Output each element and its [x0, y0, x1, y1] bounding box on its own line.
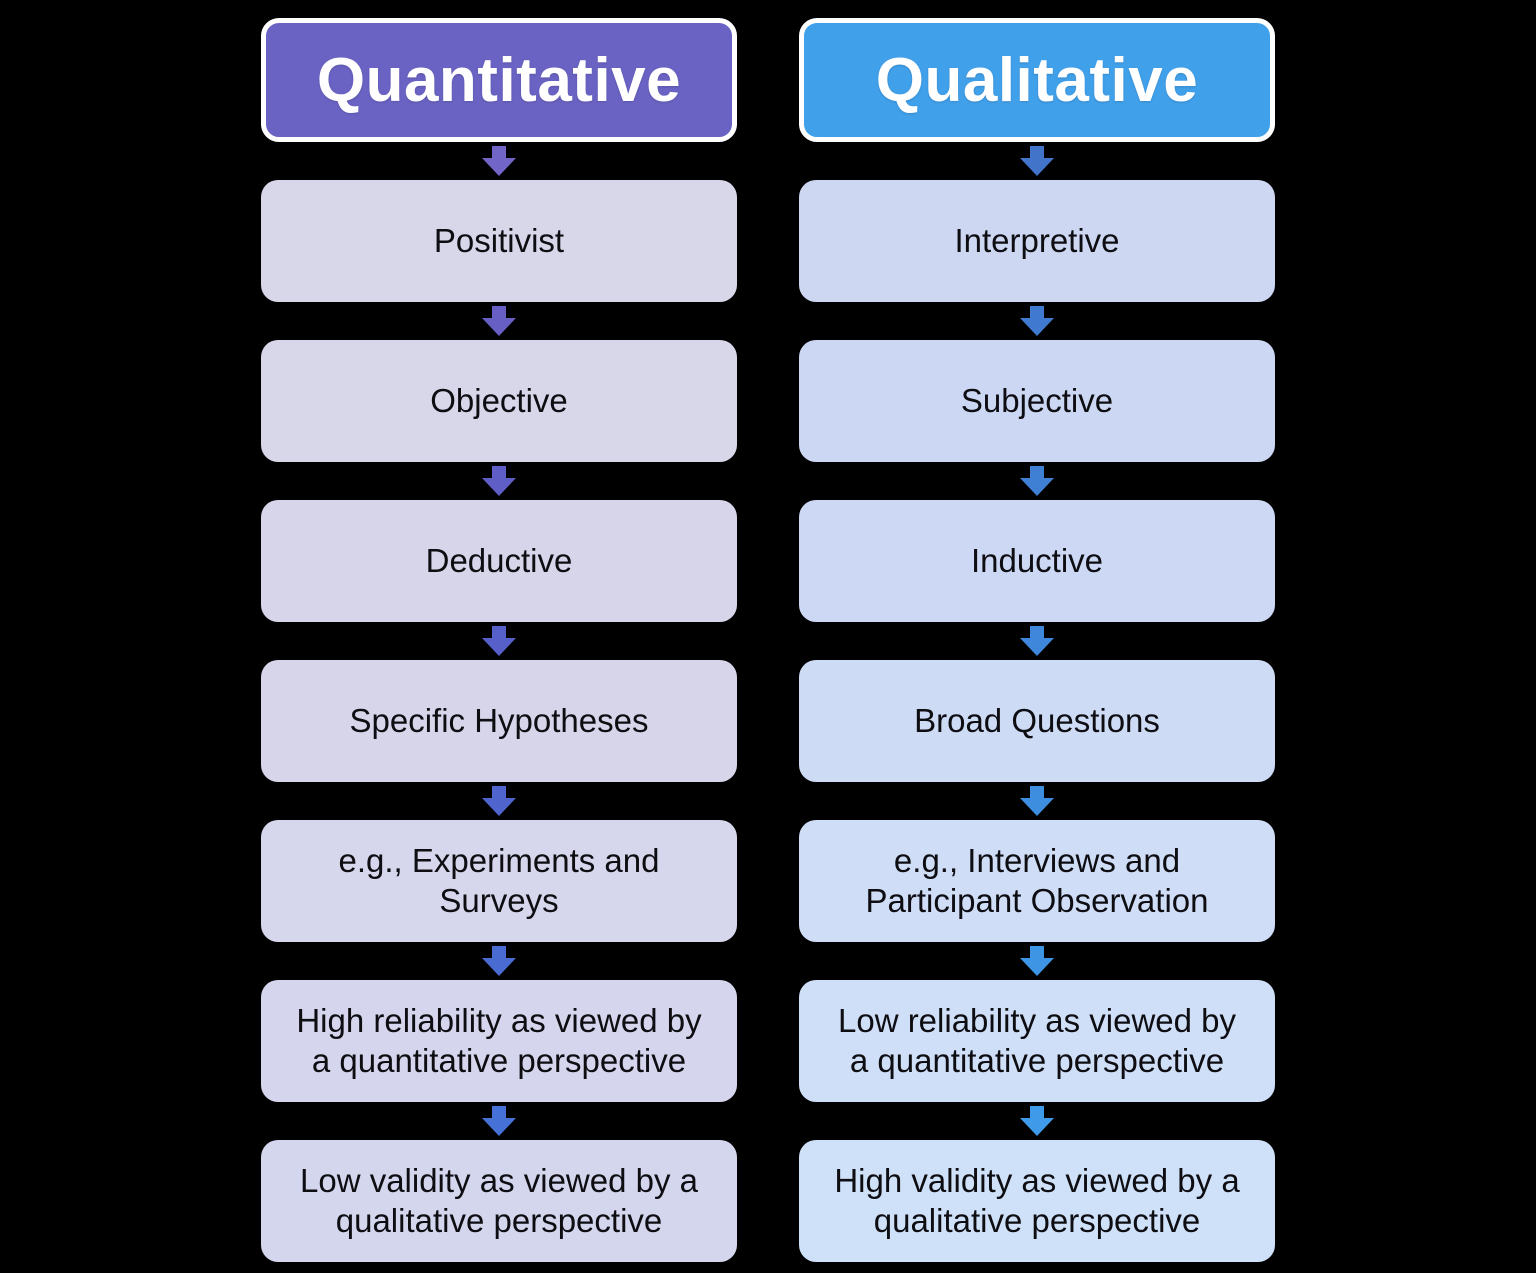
- down-arrow-icon: [480, 942, 518, 980]
- flow-box: High validity as viewed by a qualitative…: [799, 1140, 1275, 1262]
- quantitative-header: Quantitative: [261, 18, 737, 142]
- column-qualitative: Qualitative Interpretive Subjective Indu…: [799, 18, 1275, 1262]
- down-arrow-icon: [480, 302, 518, 340]
- flow-box: Interpretive: [799, 180, 1275, 302]
- flow-box: Low reliability as viewed by a quantitat…: [799, 980, 1275, 1102]
- flow-box: Specific Hypotheses: [261, 660, 737, 782]
- down-arrow-icon: [480, 1102, 518, 1140]
- flow-box: Low validity as viewed by a qualitative …: [261, 1140, 737, 1262]
- down-arrow-icon: [1018, 462, 1056, 500]
- flow-box: e.g., Experiments and Surveys: [261, 820, 737, 942]
- down-arrow-icon: [480, 622, 518, 660]
- down-arrow-icon: [480, 462, 518, 500]
- down-arrow-icon: [1018, 142, 1056, 180]
- flow-box: Objective: [261, 340, 737, 462]
- column-quantitative: Quantitative Positivist Objective Deduct…: [261, 18, 737, 1262]
- down-arrow-icon: [1018, 1102, 1056, 1140]
- flow-box: Subjective: [799, 340, 1275, 462]
- down-arrow-icon: [1018, 942, 1056, 980]
- flow-box: Deductive: [261, 500, 737, 622]
- flow-box: Positivist: [261, 180, 737, 302]
- down-arrow-icon: [1018, 782, 1056, 820]
- flow-box: Broad Questions: [799, 660, 1275, 782]
- down-arrow-icon: [480, 782, 518, 820]
- flow-box: Inductive: [799, 500, 1275, 622]
- down-arrow-icon: [1018, 302, 1056, 340]
- down-arrow-icon: [1018, 622, 1056, 660]
- flow-box: High reliability as viewed by a quantita…: [261, 980, 737, 1102]
- flow-box: e.g., Interviews and Participant Observa…: [799, 820, 1275, 942]
- qualitative-header: Qualitative: [799, 18, 1275, 142]
- down-arrow-icon: [480, 142, 518, 180]
